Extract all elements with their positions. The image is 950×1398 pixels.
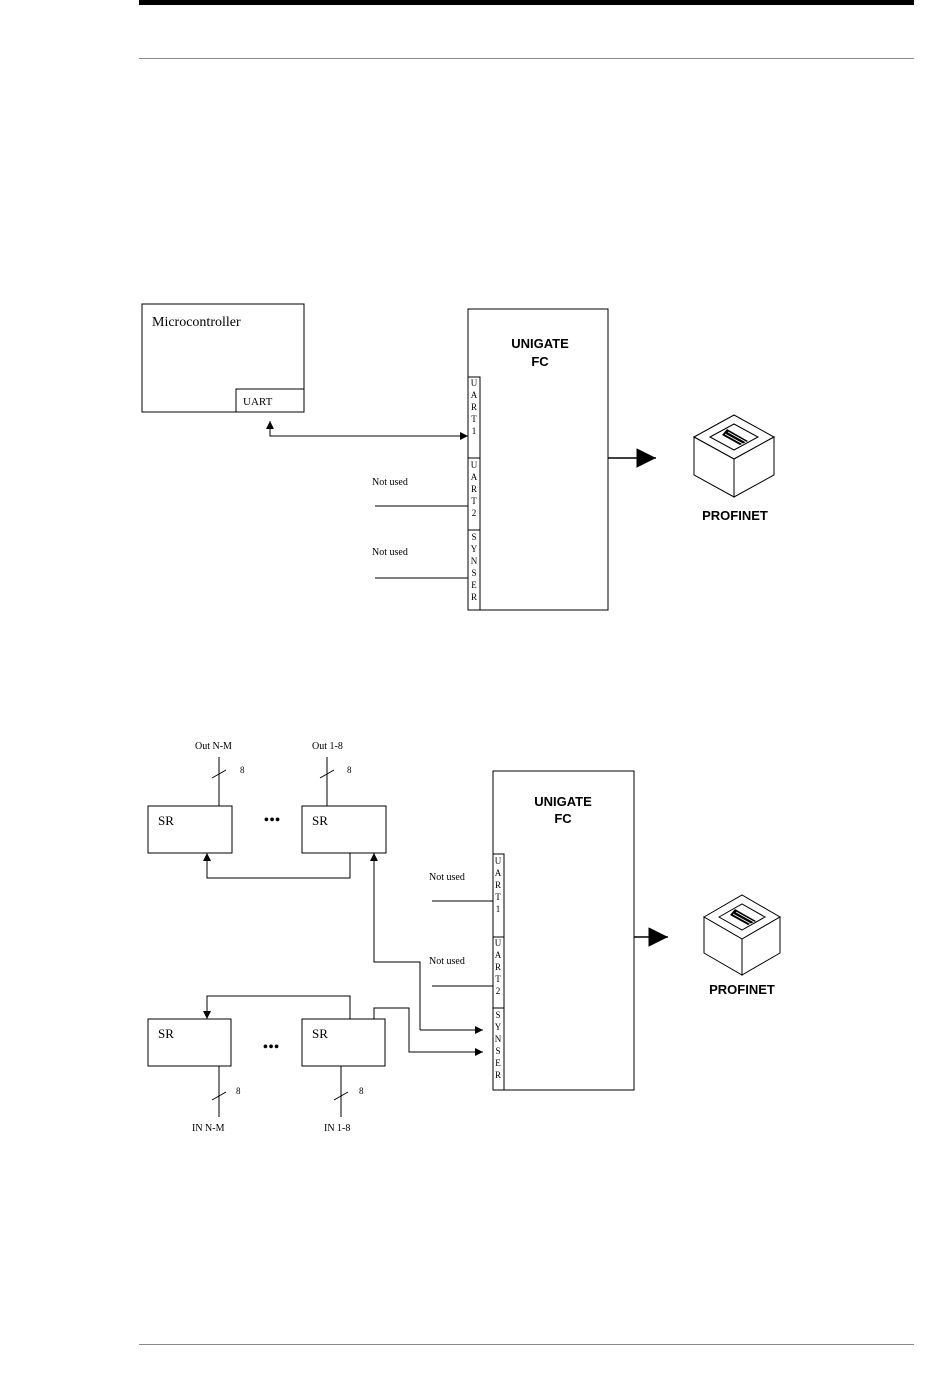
profinet-label-2: PROFINET — [709, 982, 775, 997]
uart-link-arrow — [270, 421, 468, 436]
port-uart2-letter: T — [495, 974, 501, 984]
port-uart1-letter: T — [471, 414, 477, 424]
port-uart2-letter: R — [495, 962, 501, 972]
microcontroller-label: Microcontroller — [152, 315, 241, 330]
port-uart1-letter: U — [471, 378, 478, 388]
bus-width-label: 8 — [347, 765, 352, 775]
unigate-title-2: UNIGATE — [534, 794, 592, 809]
output-label-right: Out 1-8 — [312, 741, 343, 752]
port-uart1-letter: 1 — [496, 904, 501, 914]
not-used-label-uart2: Not used — [429, 956, 465, 967]
port-uart1-letter: T — [495, 892, 501, 902]
port-uart1-letter: R — [495, 880, 501, 890]
input-label-left: IN N-M — [192, 1123, 225, 1134]
port-uart2-letter: 2 — [472, 508, 477, 518]
not-used-label-uart2: Not used — [372, 477, 408, 488]
output-label-left: Out N-M — [195, 741, 232, 752]
port-synser-letter: N — [495, 1034, 502, 1044]
shift-register-label: SR — [312, 813, 328, 828]
bus-width-label: 8 — [359, 1086, 364, 1096]
port-synser-letter: Y — [471, 544, 478, 554]
profinet-connector-icon — [704, 895, 780, 975]
ellipsis-dots: ••• — [264, 812, 281, 829]
port-uart2-letter: A — [495, 950, 502, 960]
port-uart1-letter: U — [495, 856, 502, 866]
shift-register-label: SR — [158, 1026, 174, 1041]
port-synser-letter: R — [471, 592, 477, 602]
port-uart2-letter: T — [471, 496, 477, 506]
port-uart1-letter: A — [495, 868, 502, 878]
port-uart1-letter: 1 — [472, 426, 477, 436]
port-uart2-letter: 2 — [496, 986, 501, 996]
port-synser-letter: S — [471, 568, 476, 578]
port-uart1-letter: A — [471, 390, 478, 400]
port-synser-letter: S — [471, 532, 476, 542]
input-label-right: IN 1-8 — [324, 1123, 350, 1134]
port-uart2-letter: R — [471, 484, 477, 494]
input-chain-arrow — [207, 996, 350, 1019]
port-synser-letter: N — [471, 556, 478, 566]
bus-width-label: 8 — [240, 765, 245, 775]
port-uart2-letter: U — [471, 460, 478, 470]
bus-width-label: 8 — [236, 1086, 241, 1096]
port-synser-letter: S — [495, 1010, 500, 1020]
not-used-label-synser: Not used — [372, 547, 408, 558]
shift-register-label: SR — [312, 1026, 328, 1041]
port-synser-letter: Y — [495, 1022, 502, 1032]
port-uart2-letter: U — [495, 938, 502, 948]
uart-port-label: UART — [243, 396, 273, 408]
port-synser-letter: S — [495, 1046, 500, 1056]
synser-to-output-arrow — [374, 853, 420, 1030]
port-synser-letter: E — [495, 1058, 501, 1068]
output-chain-arrow — [207, 853, 350, 878]
unigate-subtitle-2: FC — [554, 811, 572, 826]
profinet-label: PROFINET — [702, 508, 768, 523]
port-synser-letter: R — [495, 1070, 501, 1080]
not-used-label-uart1: Not used — [429, 872, 465, 883]
diagram-1: Microcontroller UART UNIGATE FC U A R T … — [142, 304, 774, 610]
shift-register-label: SR — [158, 813, 174, 828]
ellipsis-dots: ••• — [263, 1039, 280, 1056]
diagram-2: Out N-M Out 1-8 8 8 SR ••• SR UNIGATE FC… — [148, 741, 780, 1134]
profinet-connector-icon — [694, 415, 774, 497]
unigate-subtitle: FC — [531, 354, 549, 369]
port-uart1-letter: R — [471, 402, 477, 412]
unigate-title: UNIGATE — [511, 336, 569, 351]
port-uart2-letter: A — [471, 472, 478, 482]
port-synser-letter: E — [471, 580, 477, 590]
